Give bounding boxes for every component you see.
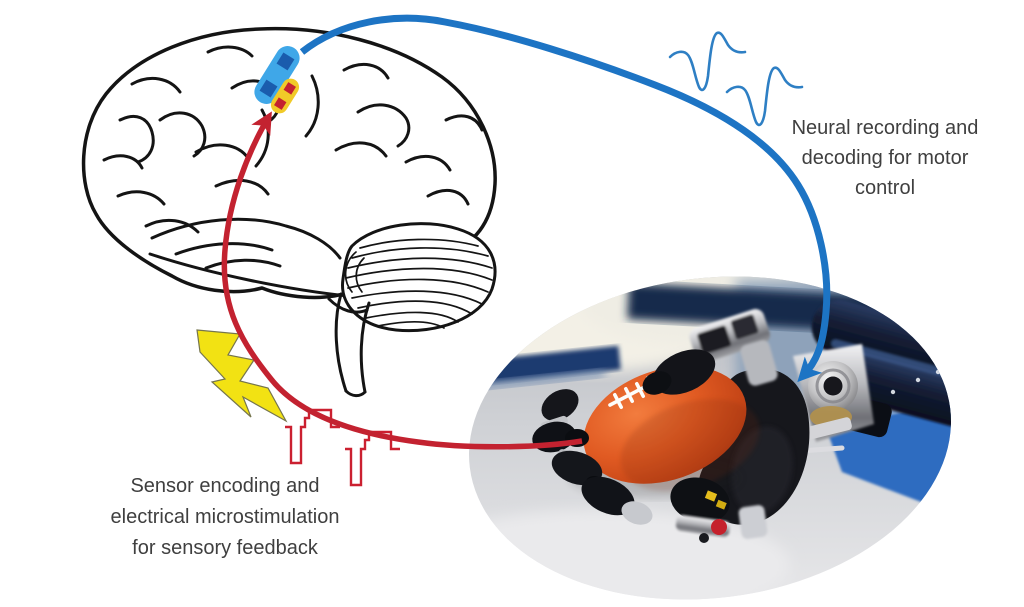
microelectrode-array-sensory (270, 78, 300, 114)
robotic-hand-photo (450, 260, 970, 607)
motor-control-label-line: decoding for motor (801, 147, 969, 169)
lightning-bolt-icon (196, 329, 288, 423)
fingertip-sensor-module (670, 477, 768, 543)
brain-stem (327, 292, 371, 398)
cerebellum-striations (344, 238, 493, 329)
sensory-feedback-label-line: Sensor encoding and (130, 475, 320, 497)
neural-spikes-icon (668, 31, 804, 127)
neural-recording-arrow (299, 14, 831, 383)
sensory-array-contact (283, 82, 296, 95)
sulci-lines (102, 45, 484, 298)
motor-array-contact (276, 52, 295, 71)
sensory-array-contact (274, 97, 287, 110)
microelectrode-array-motor (254, 46, 300, 104)
motor-control-label: Neural recording and decoding for motor … (770, 113, 1000, 203)
motor-array-contact (259, 79, 278, 98)
brain-illustration (81, 26, 497, 398)
sensory-feedback-label-line: electrical microstimulation (110, 506, 340, 528)
sensory-feedback-arrow (221, 111, 583, 450)
sensory-feedback-label-line: for sensory feedback (132, 537, 318, 559)
motor-control-label-line: control (854, 177, 916, 199)
sensory-feedback-label: Sensor encoding and electrical microstim… (80, 471, 370, 564)
motor-control-label-line: Neural recording and (791, 117, 979, 139)
robotic-thumb (642, 309, 778, 395)
